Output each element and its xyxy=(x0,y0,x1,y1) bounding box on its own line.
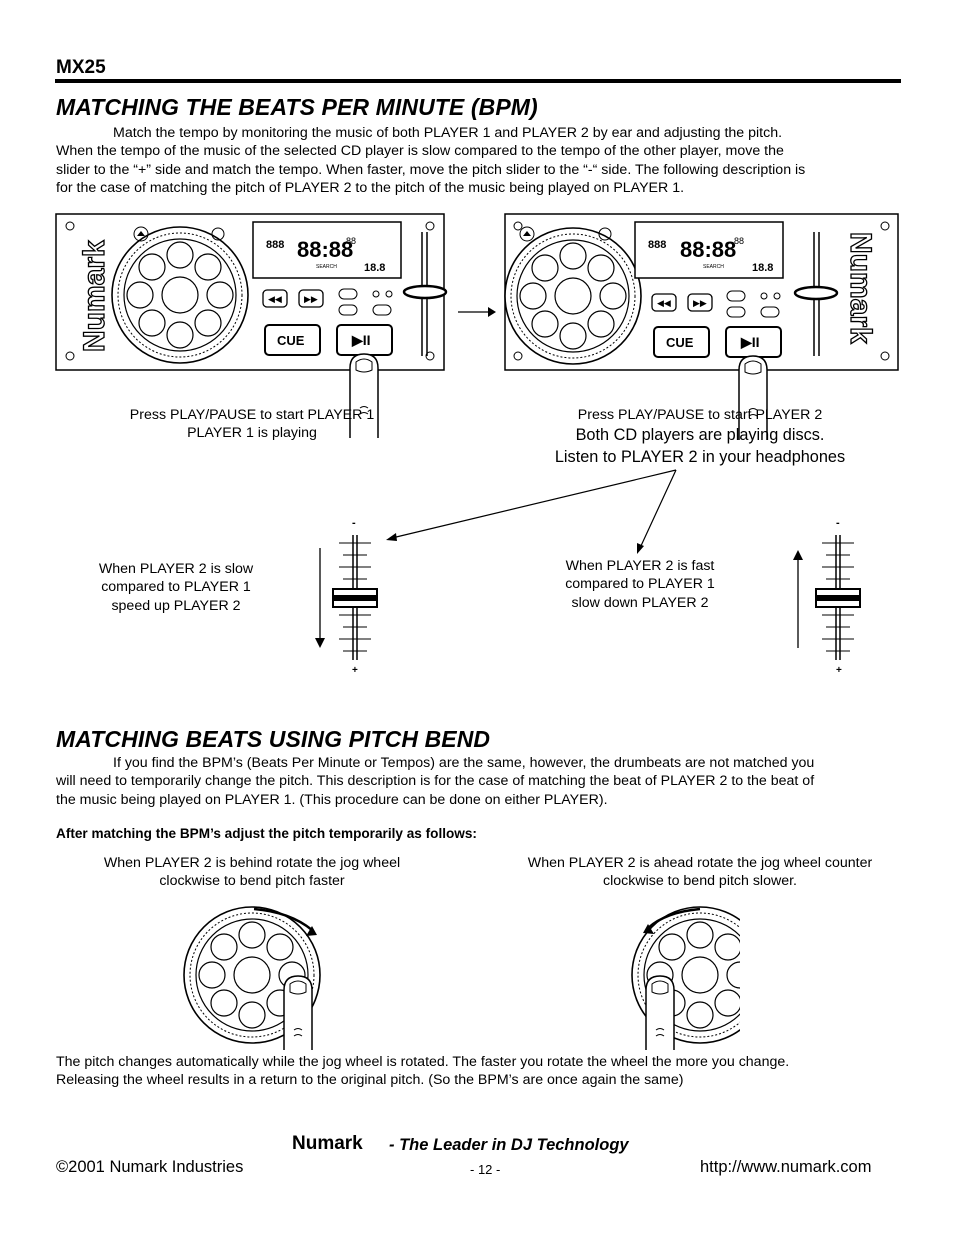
section2-title: MATCHING BEATS USING PITCH BEND xyxy=(56,726,491,752)
player1-cue-button xyxy=(264,324,321,356)
player2-caption: Press PLAY/PAUSE to start PLAYER 2 xyxy=(577,407,823,423)
svg-text:SEARCH: SEARCH xyxy=(316,264,337,270)
section2-line: will need to temporarily change the pitc… xyxy=(56,773,815,790)
both-playing-caption: Both CD players are playing discs. Liste… xyxy=(554,426,846,466)
player2-panel: Numark 888 88:88 88 SEARCH 18.8 ◀◀ ▶▶ CU… xyxy=(504,213,899,441)
footer-tagline: - The Leader in DJ Technology xyxy=(389,1136,629,1154)
footer-brand-logo: Numark xyxy=(292,1133,363,1154)
player2-cue-button xyxy=(653,326,710,358)
header-rule xyxy=(55,79,901,83)
fast-pitch-slider xyxy=(815,534,861,661)
eject-icon xyxy=(133,226,149,242)
section1-line: for the case of matching the pitch of PL… xyxy=(56,180,685,197)
svg-text:CUE: CUE xyxy=(277,333,305,348)
bpm-diagram: Numark 888 88:88 88 SEARCH 18.8 ◀◀ ▶▶ CU… xyxy=(55,213,899,676)
pointer-arrow-left xyxy=(391,469,677,539)
player1-brand-logo: Numark xyxy=(78,240,111,352)
svg-text:▶▶: ▶▶ xyxy=(693,298,707,308)
section1-paragraph: Match the tempo by monitoring the music … xyxy=(56,124,906,198)
clockwise-arrow-icon xyxy=(253,907,313,931)
svg-text:+: + xyxy=(836,665,842,676)
jog-wheel-diagram xyxy=(183,906,740,1050)
player2-brand-logo: Numark xyxy=(844,232,877,344)
section1-line: Match the tempo by monitoring the music … xyxy=(113,125,783,141)
svg-text:888: 888 xyxy=(266,239,284,251)
section1-title: MATCHING THE BEATS PER MINUTE (BPM) xyxy=(56,94,538,120)
pointer-arrow-down xyxy=(639,469,677,549)
player1-jog-wheel xyxy=(111,226,249,364)
svg-text:-: - xyxy=(836,517,840,529)
player1-panel: Numark 888 88:88 88 SEARCH 18.8 ◀◀ ▶▶ CU… xyxy=(55,213,448,439)
svg-text:▶II: ▶II xyxy=(351,332,371,348)
svg-text:88:88: 88:88 xyxy=(680,237,736,262)
bold-note: After matching the BPM’s adjust the pitc… xyxy=(56,826,477,841)
behind-finger-icon xyxy=(283,975,313,1050)
section2-paragraph: If you find the BPM’s (Beats Per Minute … xyxy=(56,754,906,809)
slow-pitch-slider xyxy=(332,534,378,661)
player1-pitch-knob xyxy=(402,284,448,300)
player2-display xyxy=(634,221,784,279)
section2-line: the music being played on PLAYER 1. (Thi… xyxy=(56,791,608,808)
section1-line: slider to the “+” side and match the tem… xyxy=(56,161,806,178)
player1-caption: Press PLAY/PAUSE to start PLAYER 1 PLAYE… xyxy=(129,407,375,442)
section2-line: If you find the BPM’s (Beats Per Minute … xyxy=(113,755,815,771)
slow-caption: When PLAYER 2 is slow compared to PLAYER… xyxy=(98,561,254,614)
ahead-caption: When PLAYER 2 is ahead rotate the jog wh… xyxy=(527,855,873,890)
svg-text:▶II: ▶II xyxy=(740,334,760,350)
website-link[interactable]: http://www.numark.com xyxy=(700,1158,872,1176)
player2-jog-wheel xyxy=(504,227,642,365)
player2-pitch-knob xyxy=(793,285,839,301)
svg-text:◀◀: ◀◀ xyxy=(657,298,671,308)
svg-text:CUE: CUE xyxy=(666,335,694,350)
remain-button xyxy=(211,227,225,241)
model-name: MX25 xyxy=(56,57,106,78)
svg-text:18.8: 18.8 xyxy=(364,262,385,274)
svg-text:◀◀: ◀◀ xyxy=(268,294,282,304)
svg-text:88:88: 88:88 xyxy=(297,237,353,262)
svg-text:▶▶: ▶▶ xyxy=(304,294,318,304)
behind-caption: When PLAYER 2 is behind rotate the jog w… xyxy=(103,855,401,890)
page-number: - 12 - xyxy=(470,1162,501,1177)
svg-text:18.8: 18.8 xyxy=(752,262,773,274)
player1-display xyxy=(252,221,402,279)
closing-paragraph: The pitch changes automatically while th… xyxy=(56,1054,790,1089)
fast-caption: When PLAYER 2 is fast compared to PLAYER… xyxy=(565,558,715,611)
ahead-finger-icon xyxy=(645,975,675,1050)
svg-text:SEARCH: SEARCH xyxy=(703,264,724,270)
svg-text:-: - xyxy=(352,517,356,529)
svg-text:888: 888 xyxy=(648,239,666,251)
svg-text:88: 88 xyxy=(734,236,744,246)
section1-line: When the tempo of the music of the selec… xyxy=(56,143,784,160)
svg-text:+: + xyxy=(352,665,358,676)
copyright: ©2001 Numark Industries xyxy=(56,1158,244,1176)
svg-text:88: 88 xyxy=(346,236,356,246)
counterclockwise-arrow-icon xyxy=(647,907,701,929)
